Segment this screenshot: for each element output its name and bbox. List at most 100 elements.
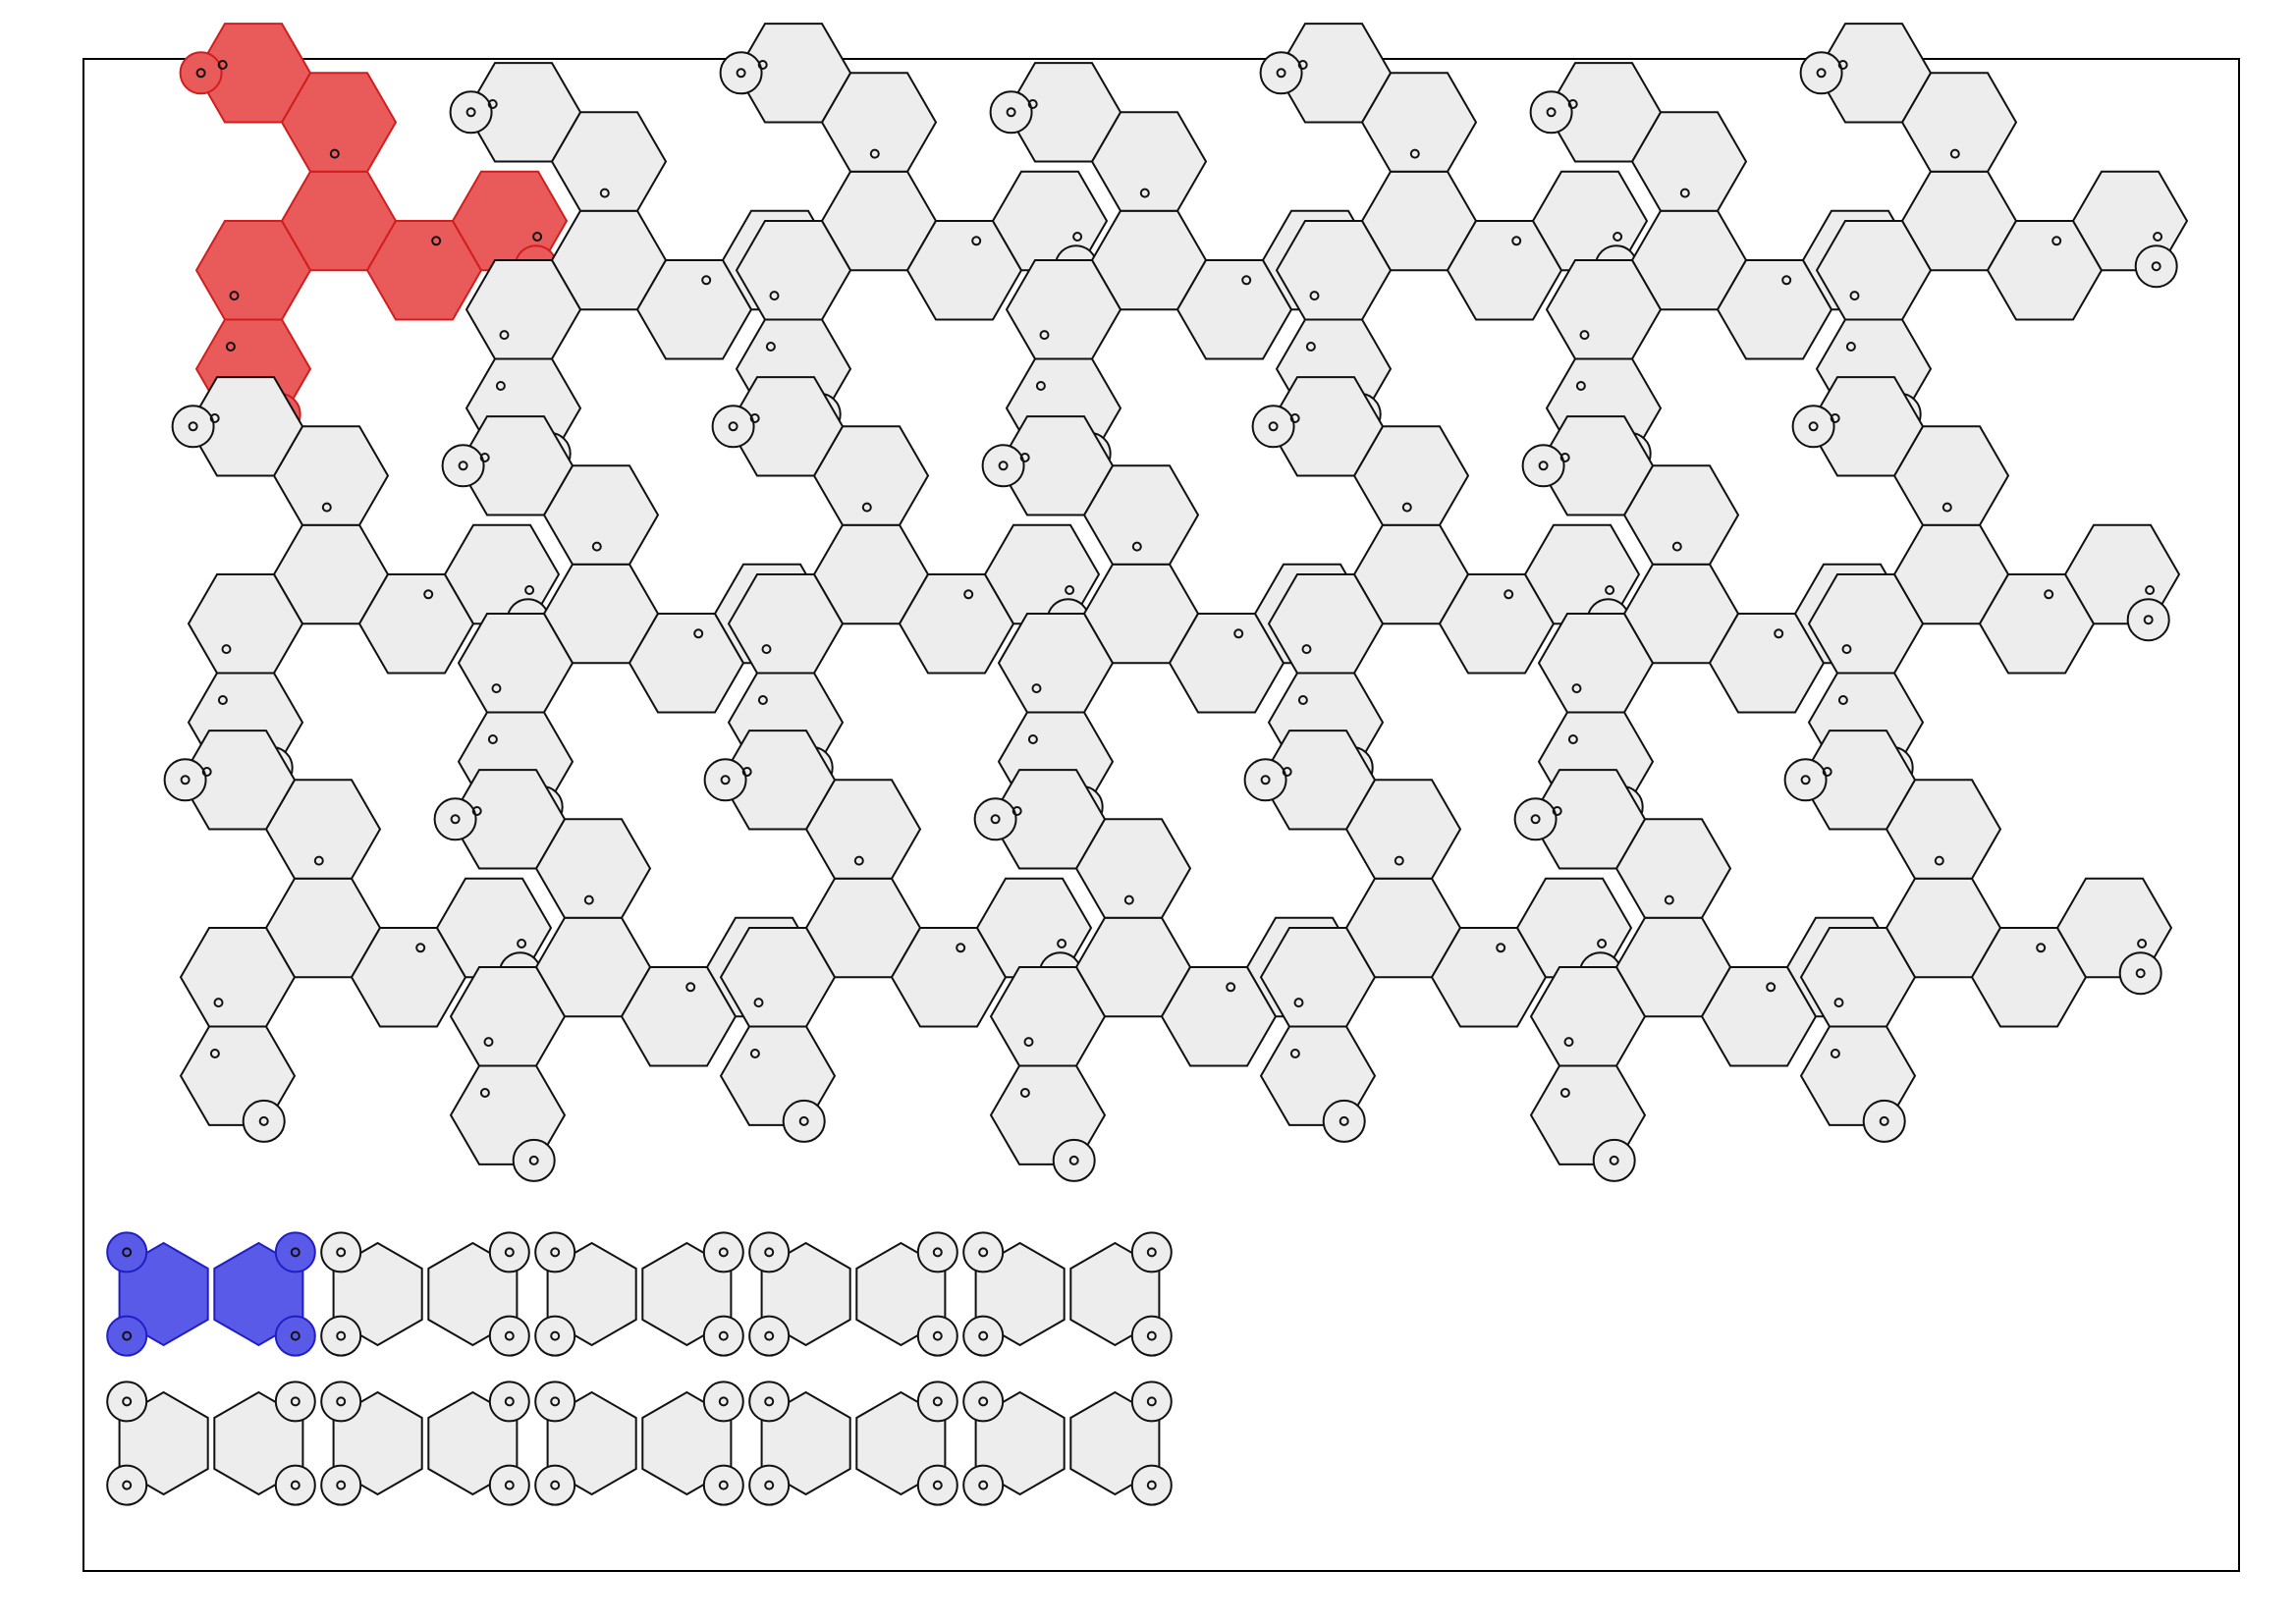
- tab-lobe: [488, 1464, 530, 1506]
- connector-piece: [748, 1231, 958, 1357]
- pin-hole: [2036, 943, 2047, 953]
- pin-hole: [122, 1396, 133, 1407]
- pin-hole: [1409, 148, 1420, 159]
- connector-piece: [106, 1231, 316, 1357]
- pin-hole: [479, 1088, 490, 1098]
- pin-hole: [764, 1247, 775, 1258]
- pin-hole: [1934, 855, 1944, 866]
- pin-hole: [1496, 943, 1506, 953]
- tab-lobe: [433, 797, 477, 841]
- pin-hole: [524, 585, 535, 595]
- tab-lobe: [748, 1231, 791, 1273]
- pin-hole: [1546, 107, 1557, 118]
- tab-lobe: [719, 51, 763, 95]
- pin-hole: [290, 1480, 301, 1490]
- pin-hole: [487, 99, 498, 109]
- pin-hole: [720, 775, 731, 785]
- pin-hole: [1837, 60, 1848, 70]
- pin-hole: [1072, 232, 1083, 242]
- pin-hole: [1503, 589, 1514, 600]
- tab-lobe: [534, 1380, 576, 1423]
- pin-hole: [1027, 99, 1038, 109]
- pin-hole: [1023, 1037, 1034, 1048]
- pin-hole: [2051, 236, 2062, 246]
- pin-hole: [2135, 968, 2146, 979]
- pin-hole: [431, 236, 442, 246]
- tab-lobe: [916, 1464, 958, 1506]
- pin-hole: [693, 628, 704, 639]
- tab-lobe: [748, 1315, 791, 1357]
- pin-hole: [1559, 1088, 1570, 1098]
- pin-hole: [1057, 939, 1067, 948]
- pin-hole: [1567, 99, 1578, 109]
- pin-hole: [1567, 734, 1578, 744]
- pin-hole: [2153, 232, 2163, 242]
- pin-hole: [1511, 236, 1522, 246]
- tab-lobe: [320, 1315, 362, 1357]
- pin-hole: [336, 1396, 347, 1407]
- tab-lobe: [981, 444, 1025, 488]
- pin-hole: [1146, 1396, 1157, 1407]
- pin-hole: [757, 60, 768, 70]
- pinwheel-piece: [179, 23, 569, 436]
- pin-hole: [990, 814, 1001, 825]
- pin-hole: [487, 734, 498, 744]
- pin-hole: [1949, 148, 1960, 159]
- pin-hole: [701, 275, 712, 286]
- connector-piece: [534, 1231, 744, 1357]
- tab-lobe: [1130, 1231, 1173, 1273]
- pin-hole: [1289, 1049, 1300, 1058]
- pin-hole: [1260, 775, 1271, 785]
- pin-hole: [591, 541, 602, 552]
- pin-hole: [415, 943, 426, 953]
- pin-hole: [1579, 330, 1590, 341]
- tab-lobe: [973, 797, 1017, 841]
- tab-lobe: [320, 1231, 362, 1273]
- pin-hole: [336, 1330, 347, 1341]
- pinwheel-piece: [449, 62, 839, 475]
- tab-lobe: [916, 1231, 958, 1273]
- tab-lobe: [242, 1099, 286, 1143]
- pin-hole: [2145, 585, 2156, 595]
- tab-lobe: [1251, 405, 1295, 449]
- pin-hole: [1671, 541, 1682, 552]
- tab-lobe: [1130, 1380, 1173, 1423]
- pin-hole: [1664, 894, 1674, 905]
- pin-hole: [217, 60, 228, 70]
- tab-lobe: [171, 405, 215, 449]
- tab-lobe: [989, 90, 1033, 135]
- pin-hole: [1552, 806, 1562, 816]
- tab-lobe: [916, 1380, 958, 1423]
- tab-lobe: [441, 444, 485, 488]
- tab-lobe: [274, 1464, 316, 1506]
- pin-hole: [978, 1247, 989, 1258]
- tab-lobe: [274, 1231, 316, 1273]
- pin-hole: [736, 68, 746, 79]
- pin-hole: [2143, 615, 2154, 625]
- sheet-border: [82, 58, 2240, 1572]
- pin-hole: [1339, 1115, 1349, 1126]
- tab-lobe: [106, 1315, 148, 1357]
- pinwheel-piece: [703, 730, 1093, 1143]
- pin-hole: [1139, 188, 1150, 198]
- pin-hole: [495, 381, 506, 391]
- pin-hole: [1035, 381, 1046, 391]
- pin-hole: [458, 460, 468, 471]
- pin-hole: [798, 1115, 809, 1126]
- pin-hole: [504, 1330, 515, 1341]
- pin-hole: [550, 1330, 561, 1341]
- connector-piece: [962, 1380, 1173, 1506]
- pin-hole: [753, 998, 764, 1008]
- pin-hole: [728, 421, 738, 432]
- pin-hole: [213, 998, 224, 1008]
- pin-hole: [757, 695, 768, 705]
- tab-lobe: [106, 1380, 148, 1423]
- pin-hole: [1309, 291, 1320, 301]
- pin-hole: [761, 644, 772, 655]
- pin-hole: [313, 855, 324, 866]
- pin-hole: [932, 1330, 943, 1341]
- pin-hole: [1538, 460, 1549, 471]
- pin-hole: [1293, 998, 1304, 1008]
- tab-lobe: [1862, 1099, 1906, 1143]
- connector-pieces: [106, 1231, 1173, 1506]
